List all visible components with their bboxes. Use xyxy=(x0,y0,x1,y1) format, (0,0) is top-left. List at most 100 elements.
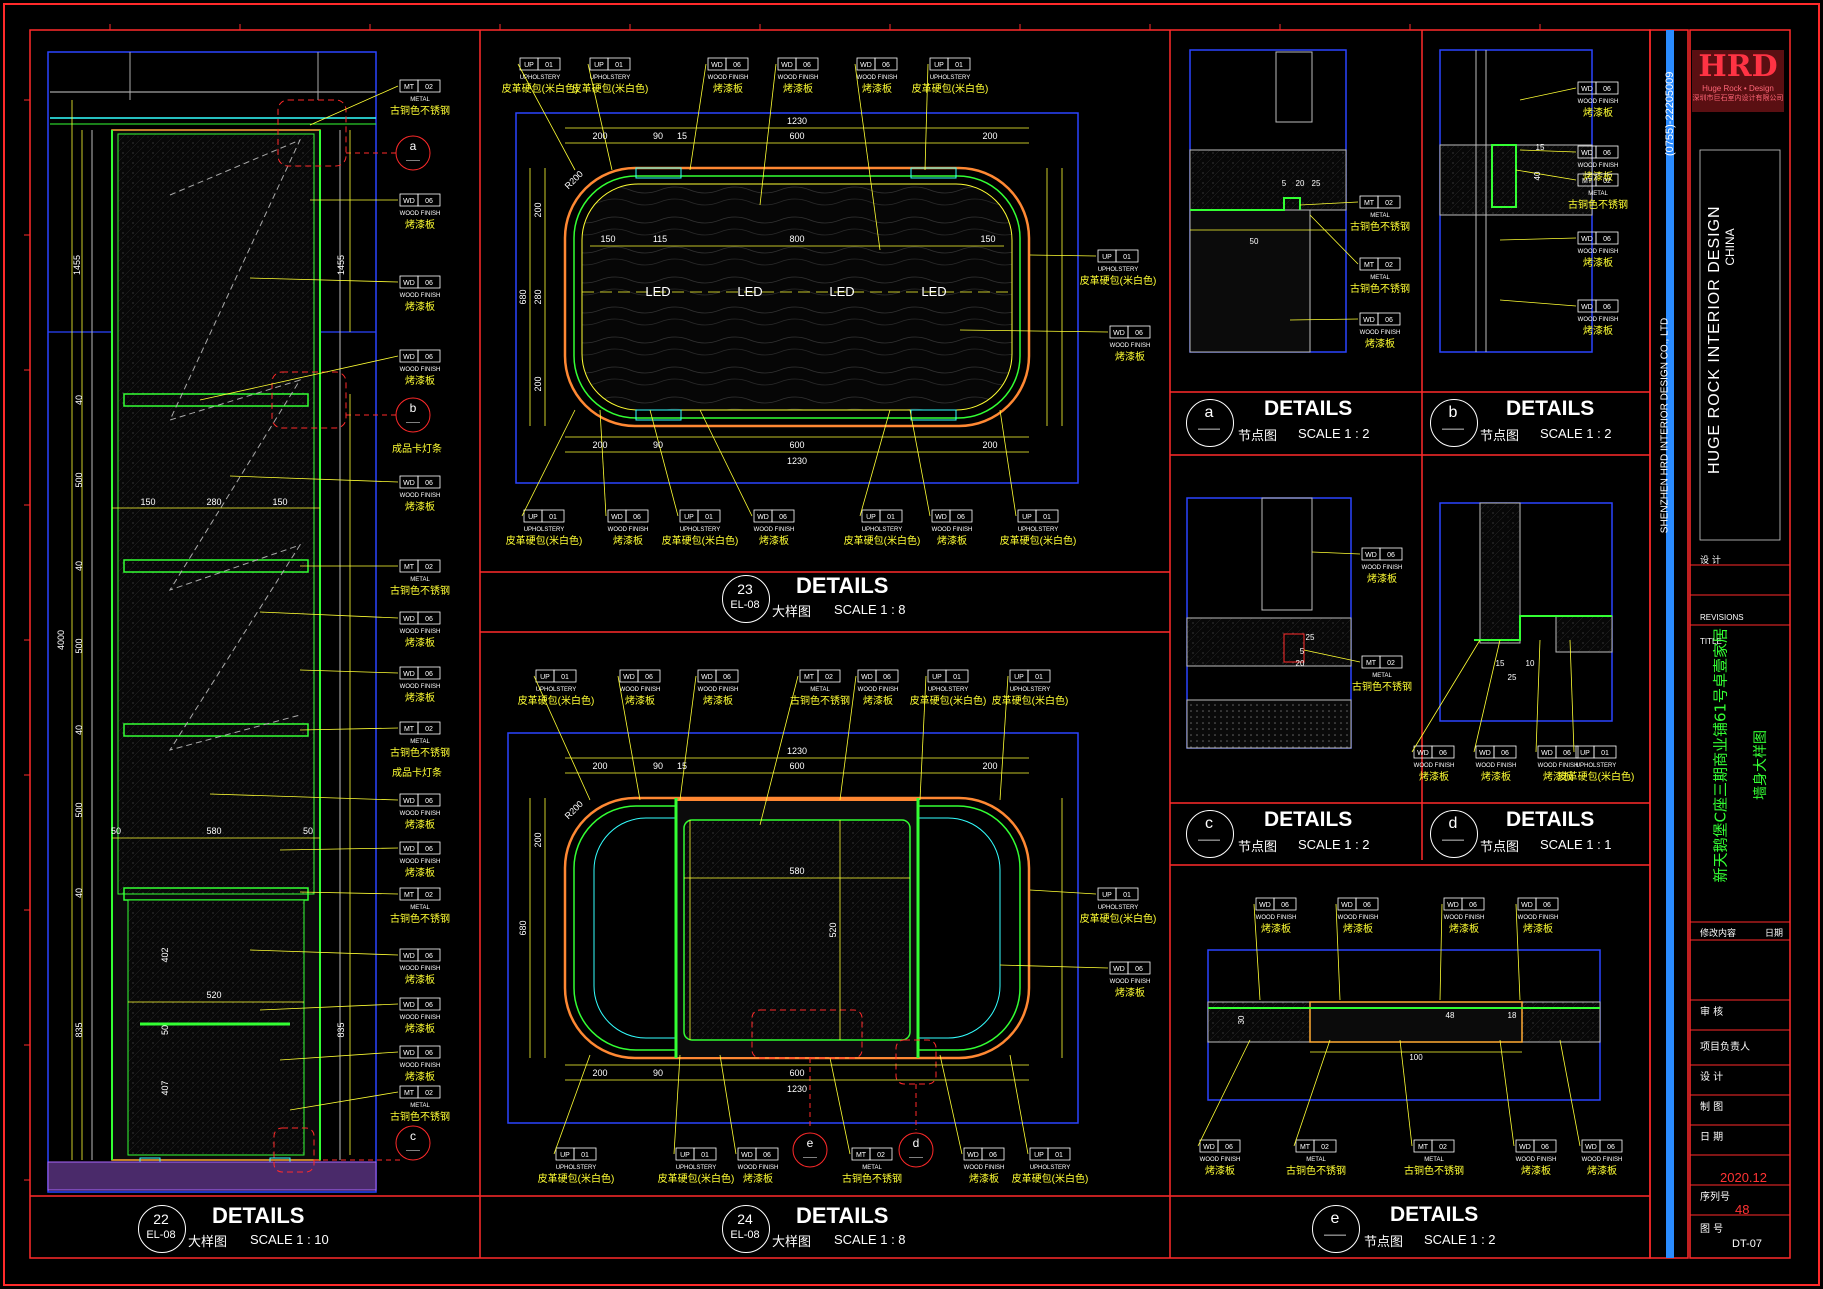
material-tag-code: WD xyxy=(403,671,415,678)
dimension-label: 200 xyxy=(982,761,997,771)
detail-22-drawing xyxy=(47,51,431,1193)
material-tag-code: WD xyxy=(1341,902,1353,909)
material-tag-wd06 xyxy=(399,349,441,363)
material-tag-code: WD xyxy=(1363,317,1375,324)
dimension-label: 200 xyxy=(592,761,607,771)
dimension-label: 200 xyxy=(592,440,607,450)
drawing-no-label: 图 号 xyxy=(1700,1224,1724,1235)
material-tag-number: 02 xyxy=(1321,1144,1329,1151)
material-tag-wd06 xyxy=(1577,231,1619,245)
material-tag-cn: 烤漆板 xyxy=(405,500,435,513)
material-tag-mt02 xyxy=(399,721,441,735)
material-tag-en: UPHOLSTERY xyxy=(1010,687,1051,693)
leader-line xyxy=(959,329,1109,333)
dimension-label: 10 xyxy=(1526,659,1535,668)
material-tag-cn: 烤漆板 xyxy=(1343,922,1373,935)
material-tag-en: WOOD FINISH xyxy=(1538,763,1579,769)
material-tag-number: 06 xyxy=(425,846,433,853)
dimension-label: 90 xyxy=(653,131,663,141)
material-tag-number: 06 xyxy=(1603,304,1611,311)
material-tag-cn: 烤漆板 xyxy=(759,534,789,547)
material-tag-code: WD xyxy=(1417,750,1429,757)
detail-title-22: 22 EL-08 DETAILS 大样图 SCALE 1 : 10 xyxy=(138,1203,378,1253)
material-tag-code: UP xyxy=(1014,674,1024,681)
dimension-label: 4000 xyxy=(56,630,66,650)
material-tag-cn: 烤漆板 xyxy=(862,82,892,95)
revision-date: 日期 xyxy=(1765,929,1784,939)
detail-c-drawing xyxy=(1186,497,1352,749)
material-tag-cn: 烤漆板 xyxy=(625,694,655,707)
material-tag-code: WD xyxy=(403,1002,415,1009)
material-tag-en: WOOD FINISH xyxy=(858,687,899,693)
dimension-label: 200 xyxy=(982,440,997,450)
material-tag-cn: 烤漆板 xyxy=(713,82,743,95)
dimension-label: 280 xyxy=(206,497,221,507)
leader-line xyxy=(1519,149,1577,153)
leader-line xyxy=(599,409,607,517)
dimension-label: 500 xyxy=(74,472,84,487)
material-tag-number: 01 xyxy=(1043,514,1051,521)
material-tag-number: 01 xyxy=(955,62,963,69)
material-tag-en: UPHOLSTERY xyxy=(520,75,561,81)
material-tag-en: WOOD FINISH xyxy=(964,1165,1005,1171)
dimension-label: 520 xyxy=(828,922,838,937)
material-tag-number: 01 xyxy=(953,674,961,681)
leader-line xyxy=(199,355,399,401)
leader-line xyxy=(689,63,707,171)
dimension-label: 680 xyxy=(518,289,528,304)
material-tag-number: 01 xyxy=(1601,750,1609,757)
material-tag-code: WD xyxy=(1479,750,1491,757)
dimension-label: 25 xyxy=(1508,673,1517,682)
leader-line xyxy=(1515,903,1521,1001)
detail-title-a: a —— DETAILS 节点图 SCALE 1 : 2 xyxy=(1186,397,1416,447)
material-tag-wd06 xyxy=(1581,1139,1623,1153)
detail-title-b: b —— DETAILS 节点图 SCALE 1 : 2 xyxy=(1430,397,1640,447)
material-tag-cn: 皮革硬包(米白色) xyxy=(662,534,739,547)
material-tag-wd06 xyxy=(1255,897,1297,911)
material-tag-mt02 xyxy=(1295,1139,1337,1153)
material-tag-number: 06 xyxy=(425,354,433,361)
material-tag-number: 06 xyxy=(425,198,433,205)
material-tag-number: 06 xyxy=(1225,1144,1233,1151)
material-tag-en: WOOD FINISH xyxy=(400,629,441,635)
material-tag-cn: 皮革硬包(米白色) xyxy=(1000,534,1077,547)
material-tag-code: WD xyxy=(741,1152,753,1159)
material-tag-en: WOOD FINISH xyxy=(1578,163,1619,169)
material-tag-up01 xyxy=(589,57,631,71)
logo: HRD Huge Rock • Design 深圳市巨石室内设计有限公司 xyxy=(1692,49,1784,103)
material-tag-up01 xyxy=(675,1147,717,1161)
material-tag-en: METAL xyxy=(410,577,430,583)
dimension-label: 580 xyxy=(206,826,221,836)
material-tag-wd06 xyxy=(1359,312,1401,326)
leader-line xyxy=(1293,1039,1331,1147)
material-tag-code: UP xyxy=(932,674,942,681)
material-tag-wd06 xyxy=(777,57,819,71)
material-tag-number: 06 xyxy=(645,674,653,681)
material-tag-mt02 xyxy=(399,887,441,901)
material-tag-en: WOOD FINISH xyxy=(400,211,441,217)
callout-letter-b: b xyxy=(410,401,417,415)
material-tag-wd06 xyxy=(399,611,441,625)
dimension-label: 150 xyxy=(980,234,995,244)
leader-line xyxy=(299,669,399,674)
material-tag-cn: 烤漆板 xyxy=(405,691,435,704)
material-tag-cn: 烤漆板 xyxy=(1583,256,1613,269)
leader-line xyxy=(859,409,891,517)
material-tag-cn: 烤漆板 xyxy=(1587,1164,1617,1177)
callout-sheet: —— xyxy=(406,1147,420,1154)
dimension-label: 40 xyxy=(74,725,84,735)
material-tag-en: UPHOLSTERY xyxy=(524,527,565,533)
material-tag-code: UP xyxy=(866,514,876,521)
callout-letter-e: e xyxy=(807,1136,814,1150)
material-tag-cn: 皮革硬包(米白色) xyxy=(912,82,989,95)
material-tag-code: WD xyxy=(1447,902,1459,909)
dimension-label: 5 xyxy=(1300,647,1305,656)
callout-letter-d: d xyxy=(913,1136,920,1150)
material-tag-up01 xyxy=(679,509,721,523)
dimension-label: 50 xyxy=(303,826,313,836)
material-tag-wd06 xyxy=(1361,547,1403,561)
callout-sheet: —— xyxy=(803,1154,817,1161)
revision-row: 修改内容 xyxy=(1700,929,1737,939)
material-tag-wd06 xyxy=(963,1147,1005,1161)
callout-letter-a: a xyxy=(410,139,417,153)
